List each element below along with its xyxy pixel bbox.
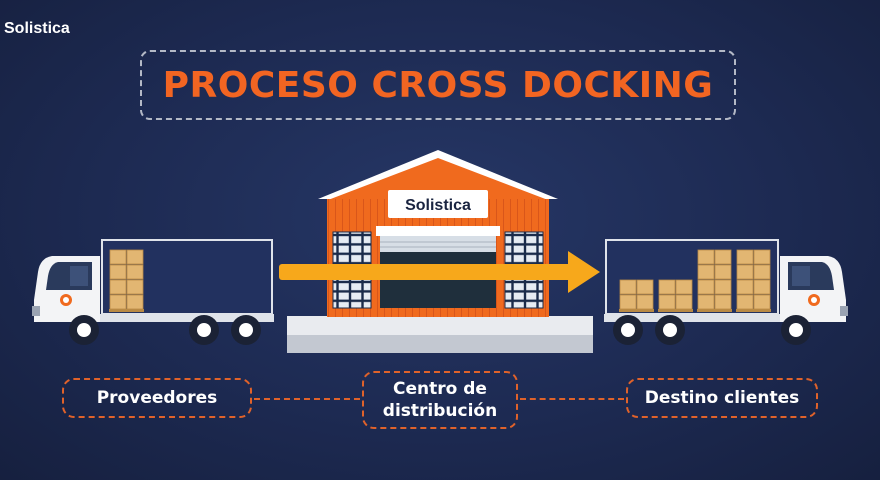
connector-line xyxy=(520,398,624,400)
step-label-centro: Centro de distribución xyxy=(362,371,518,429)
truck-icon xyxy=(604,239,848,345)
truck-icon xyxy=(32,239,274,345)
title-frame: PROCESO CROSS DOCKING xyxy=(140,50,736,120)
step-label-destino: Destino clientes xyxy=(626,378,818,418)
pallet-boxes-icon xyxy=(619,249,771,312)
step-label-text: Proveedores xyxy=(96,388,218,408)
step-label-text: Destino clientes xyxy=(644,388,800,408)
brand-logo-text: Solistica xyxy=(4,20,70,37)
flow-arrow-icon xyxy=(279,251,600,293)
page-title: PROCESO CROSS DOCKING xyxy=(162,64,714,106)
step-label-proveedores: Proveedores xyxy=(62,378,252,418)
connector-line xyxy=(254,398,360,400)
step-label-line: distribución xyxy=(382,401,498,421)
warehouse-sign: Solistica xyxy=(405,197,471,214)
loading-dock xyxy=(287,316,593,353)
warehouse-icon xyxy=(318,150,558,317)
pallet-boxes-icon xyxy=(109,249,144,312)
step-label-line: Centro de xyxy=(393,379,487,399)
